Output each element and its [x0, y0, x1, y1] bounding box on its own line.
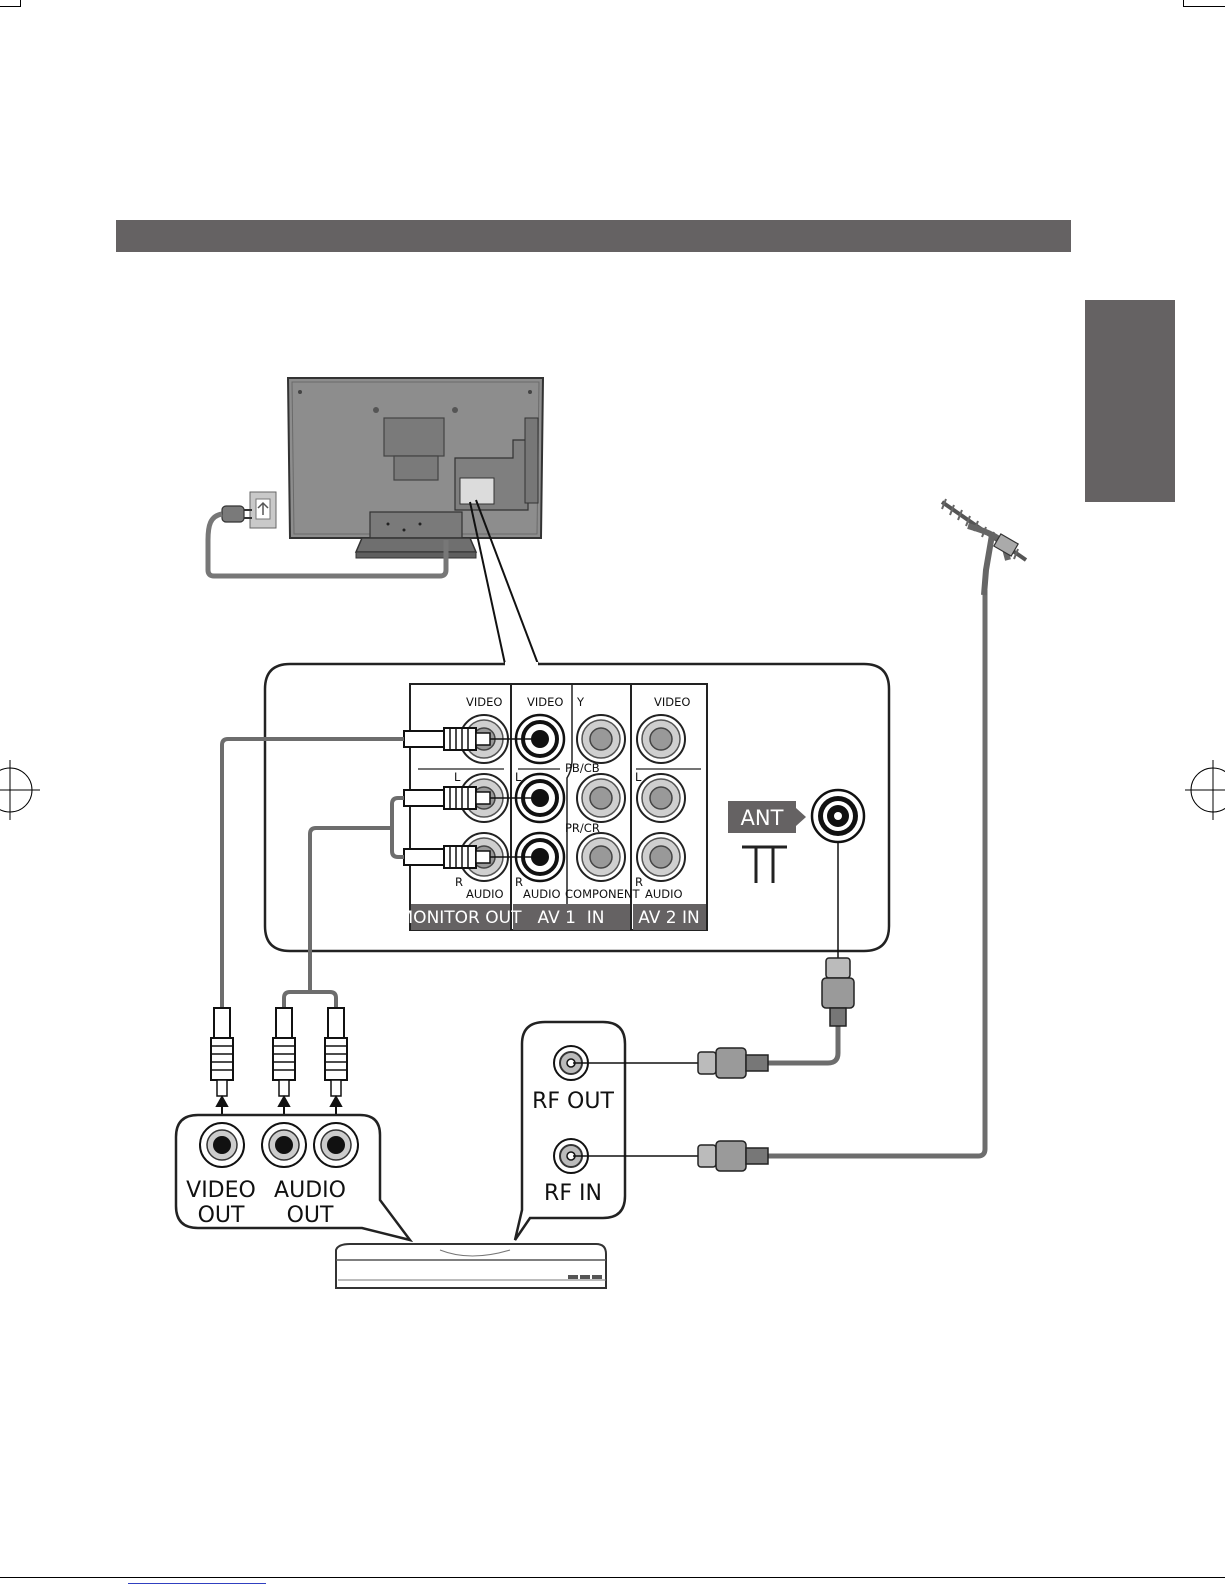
video-out-label-line2: OUT — [198, 1203, 245, 1228]
video-out-label-line1: VIDEO — [186, 1178, 256, 1203]
av2-right-label: R — [635, 875, 643, 889]
av1-right-label: R — [515, 875, 523, 889]
av2-audio-l-jack[interactable] — [637, 774, 685, 822]
recorder-device — [336, 1244, 606, 1288]
rf-out-coax-plug — [698, 1048, 768, 1078]
video-plug-bottom — [211, 1008, 233, 1096]
audio-out-label-line1: AUDIO — [274, 1178, 346, 1203]
device-audio-out-r-jack[interactable] — [314, 1123, 358, 1167]
av1-video-label: VIDEO — [527, 695, 563, 709]
audio-r-plug-bottom — [325, 1008, 347, 1096]
audio-l-plug-bottom — [273, 1008, 295, 1096]
registration-mark-right — [1185, 760, 1225, 820]
monitor-out-right-label: R — [455, 875, 463, 889]
av2-in-heading: AV 2 IN — [638, 908, 700, 928]
rf-out-to-ant-cable — [768, 1025, 838, 1063]
device-video-out-jack[interactable] — [200, 1123, 244, 1167]
monitor-out-video-label: VIDEO — [466, 695, 502, 709]
av2-audio-r-jack[interactable] — [637, 833, 685, 881]
device-audio-out-l-jack[interactable] — [262, 1123, 306, 1167]
av1-pr-jack[interactable] — [577, 833, 625, 881]
rf-in-label: RF IN — [544, 1181, 602, 1206]
monitor-out-audio-label: AUDIO — [466, 887, 504, 901]
av1-audio-label: AUDIO — [523, 887, 561, 901]
av2-video-label: VIDEO — [654, 695, 690, 709]
av1-y-label: Y — [576, 695, 585, 709]
rf-out-label: RF OUT — [532, 1089, 614, 1114]
outdoor-antenna — [942, 499, 1026, 595]
av2-video-jack[interactable] — [637, 715, 685, 763]
av1-y-jack[interactable] — [577, 715, 625, 763]
audio-out-label-line2: OUT — [287, 1203, 334, 1228]
av1-component-label: COMPONENT — [565, 887, 640, 901]
monitor-out-heading: MONITOR OUT — [399, 908, 523, 928]
registration-mark-left — [0, 760, 40, 820]
av2-left-label: L — [635, 770, 642, 784]
av1-pb-jack[interactable] — [577, 774, 625, 822]
rf-in-coax-plug — [698, 1141, 768, 1171]
av1-in-heading: AV 1 IN — [538, 908, 605, 928]
power-plug — [222, 506, 252, 522]
monitor-out-left-label: L — [454, 770, 461, 784]
av2-audio-label: AUDIO — [645, 887, 683, 901]
ant-jack[interactable] — [812, 790, 864, 842]
wall-outlet — [250, 492, 276, 528]
tv-rear-view — [288, 378, 543, 558]
ant-label: ANT — [741, 806, 784, 830]
